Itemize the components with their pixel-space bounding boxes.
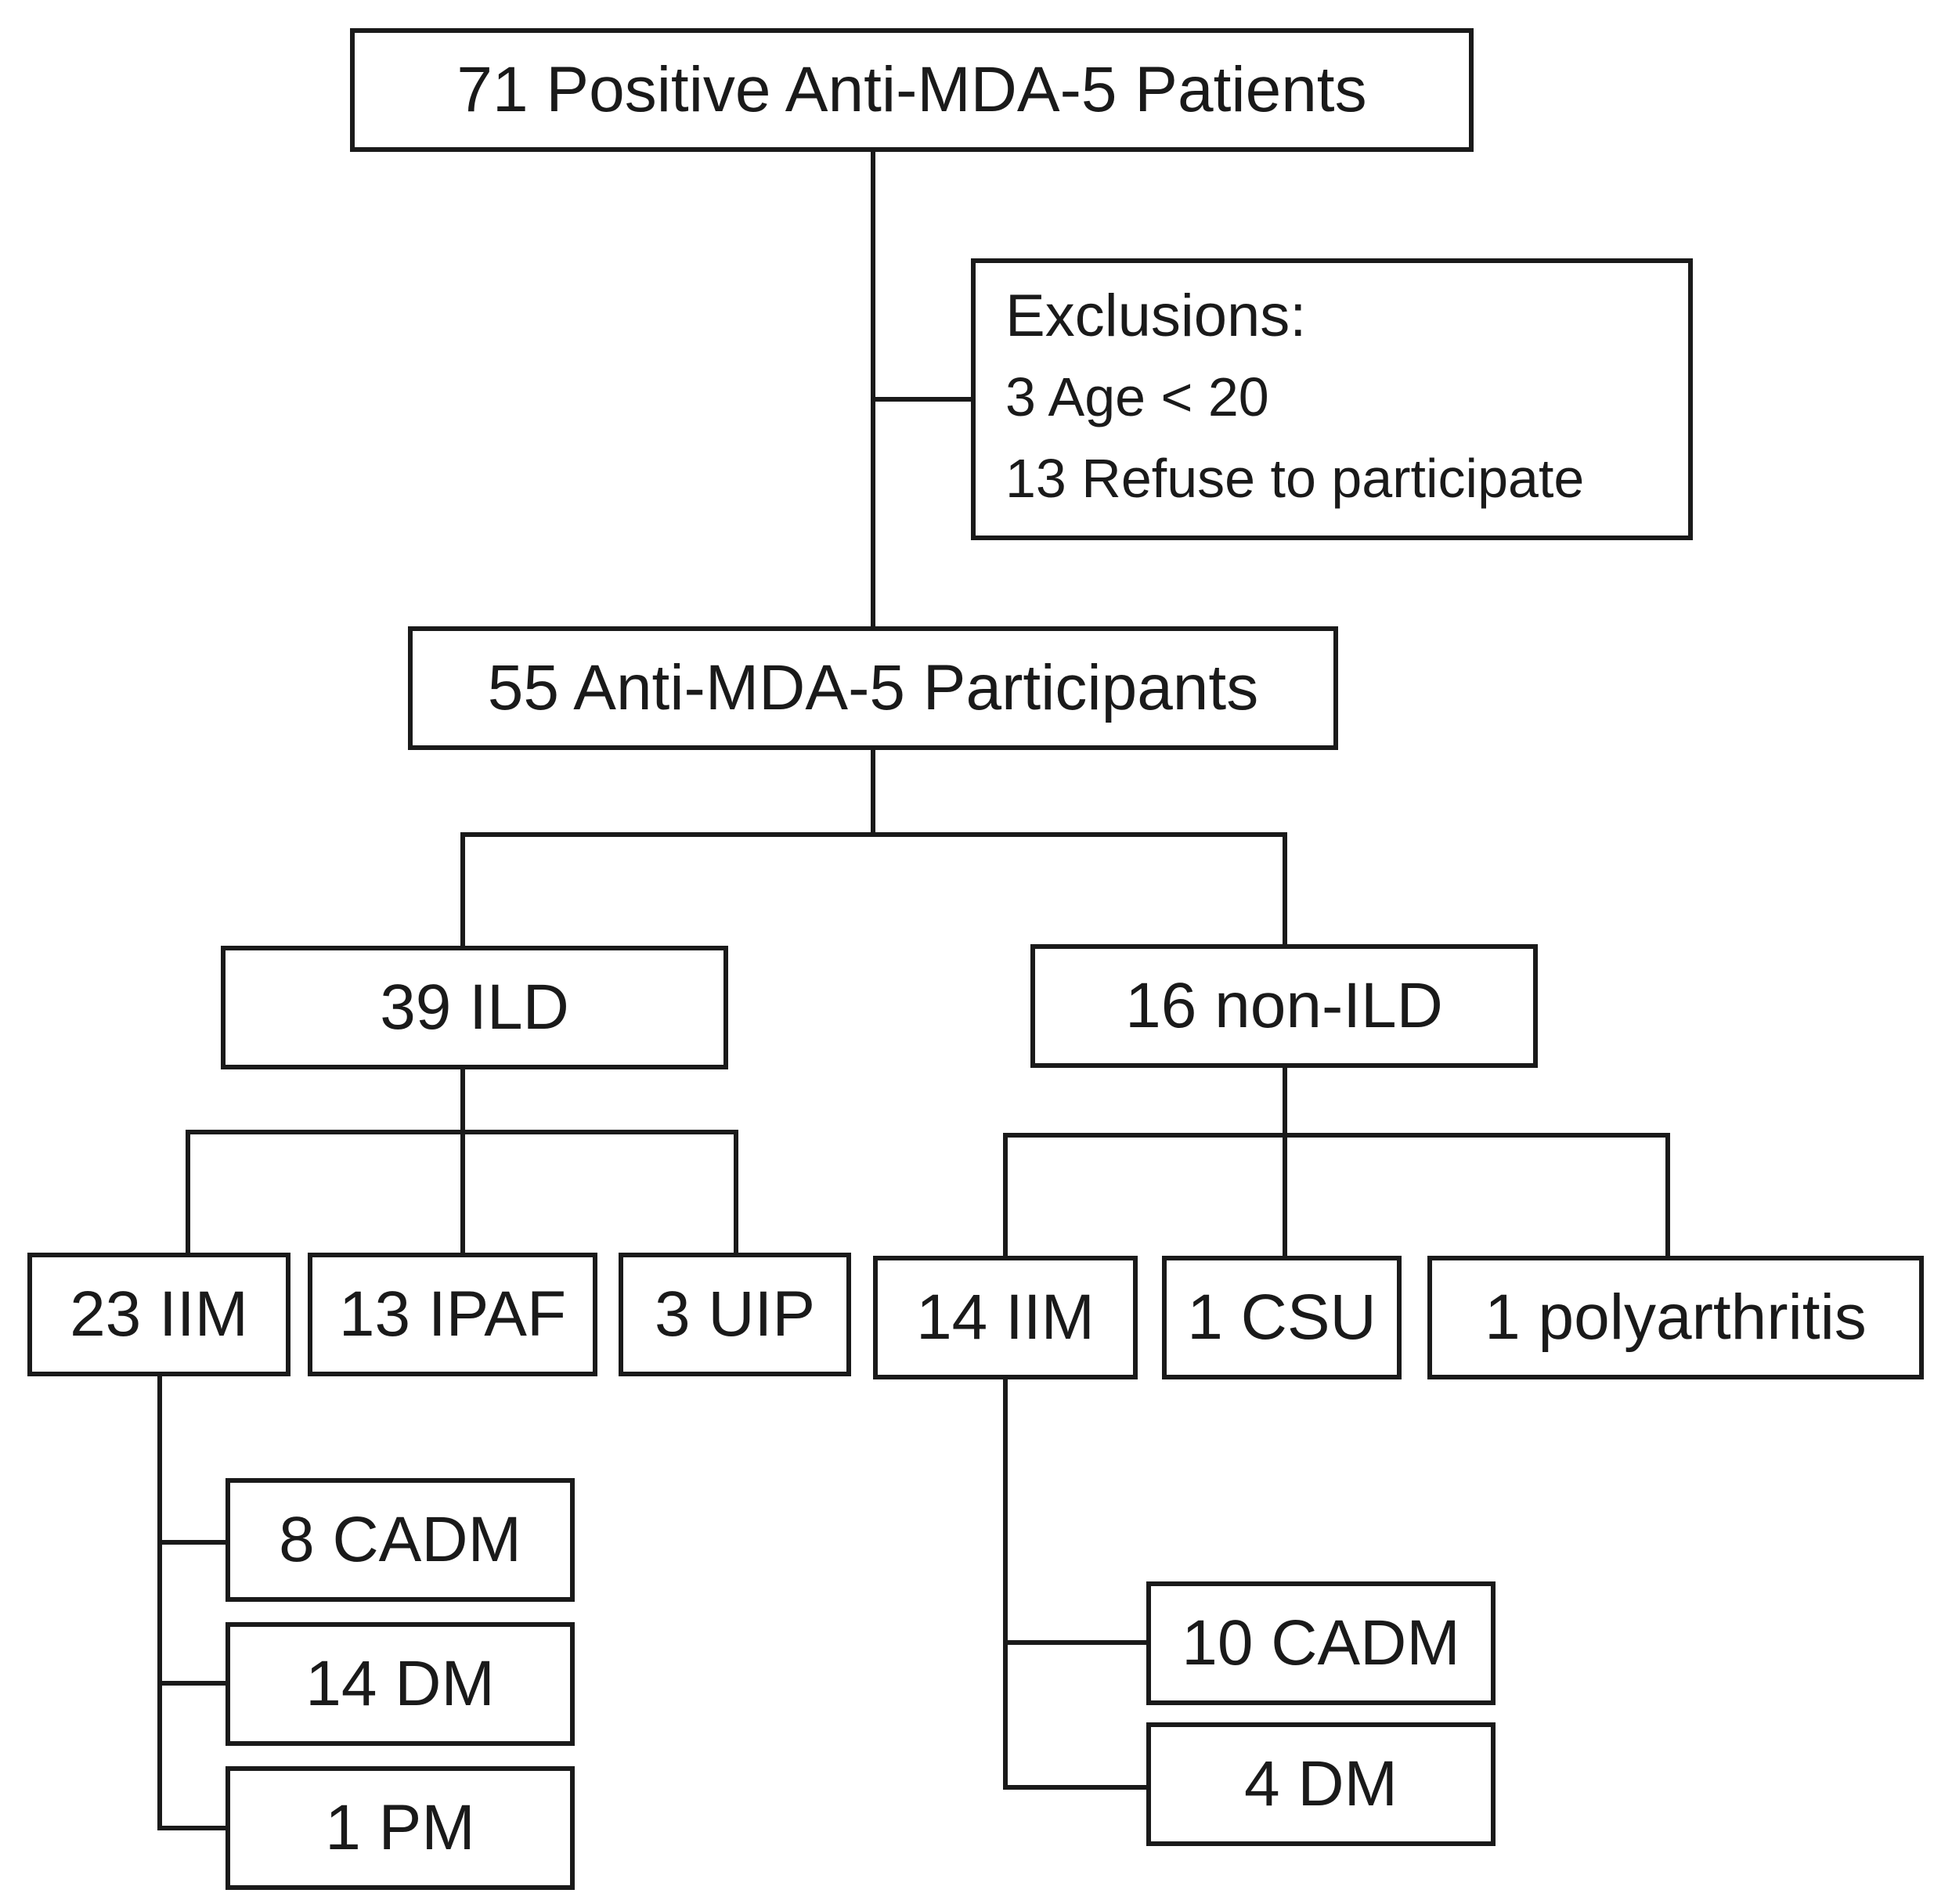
root-label: 71 Positive Anti-MDA-5 Patients: [456, 54, 1367, 125]
exclusion-item: 3 Age < 20: [1005, 366, 1269, 427]
participants-label: 55 Anti-MDA-5 Participants: [487, 652, 1259, 723]
exclusion-item: 13 Refuse to participate: [1005, 448, 1585, 509]
non-ild-box: 16 non-ILD: [1030, 944, 1538, 1068]
ild-child-box: 3 UIP: [619, 1253, 851, 1376]
ild-iim-subtype-box: 8 CADM: [226, 1478, 575, 1602]
exclusions-box: Exclusions: 3 Age < 20 13 Refuse to part…: [971, 258, 1693, 540]
ild-iim-subtype-box: 14 DM: [226, 1622, 575, 1746]
non-ild-child-label: 14 IIM: [916, 1282, 1095, 1353]
ild-iim-subtype-label: 14 DM: [305, 1648, 495, 1719]
non-ild-child-box: 1 polyarthritis: [1427, 1256, 1924, 1379]
exclusions-title: Exclusions:: [1005, 283, 1307, 349]
ild-child-label: 23 IIM: [70, 1278, 248, 1350]
non-ild-iim-subtype-label: 10 CADM: [1182, 1607, 1460, 1679]
non-ild-label: 16 non-ILD: [1125, 970, 1443, 1041]
non-ild-iim-subtype-box: 4 DM: [1146, 1722, 1496, 1846]
non-ild-child-box: 1 CSU: [1162, 1256, 1402, 1379]
ild-child-label: 3 UIP: [654, 1278, 816, 1350]
non-ild-iim-subtype-box: 10 CADM: [1146, 1581, 1496, 1705]
ild-child-label: 13 IPAF: [338, 1278, 567, 1350]
root-box: 71 Positive Anti-MDA-5 Patients: [350, 28, 1474, 152]
non-ild-child-label: 1 polyarthritis: [1485, 1282, 1867, 1353]
ild-box: 39 ILD: [221, 946, 728, 1069]
non-ild-child-label: 1 CSU: [1187, 1282, 1377, 1353]
ild-iim-subtype-label: 8 CADM: [279, 1504, 521, 1575]
ild-child-box: 13 IPAF: [308, 1253, 597, 1376]
ild-iim-subtype-label: 1 PM: [325, 1792, 475, 1863]
non-ild-child-box: 14 IIM: [873, 1256, 1138, 1379]
participants-box: 55 Anti-MDA-5 Participants: [408, 626, 1338, 750]
ild-iim-subtype-box: 1 PM: [226, 1766, 575, 1890]
ild-label: 39 ILD: [380, 972, 569, 1043]
ild-child-box: 23 IIM: [27, 1253, 290, 1376]
non-ild-iim-subtype-label: 4 DM: [1244, 1748, 1398, 1819]
